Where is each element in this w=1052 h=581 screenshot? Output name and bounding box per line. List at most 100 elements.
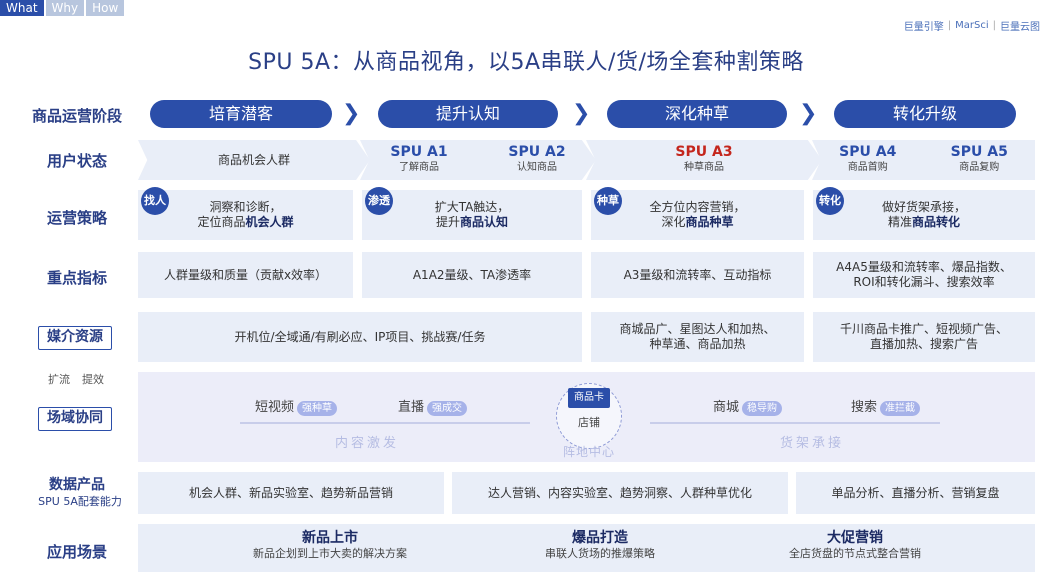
brand-oceanengine: 巨量引擎 — [903, 22, 944, 33]
strategy-strong: 商品认知 — [459, 215, 508, 229]
tab-why[interactable]: Why — [45, 0, 85, 16]
media-line: 直播加热、搜索广告 — [869, 337, 978, 351]
strategy-line: 定位商品机会人群 — [197, 215, 293, 230]
tab-how[interactable]: How — [86, 0, 125, 16]
scene-title: 新品上市 — [302, 530, 358, 546]
strategy-plain: 定位商品 — [197, 215, 246, 229]
metrics-text: A3量级和流转率、互动指标 — [623, 267, 772, 282]
brand-yuntu: 巨量云图 — [1000, 22, 1040, 33]
label-stage: 商品运营阶段 — [31, 107, 122, 125]
label-scene: 应用场景 — [46, 543, 107, 561]
spu-a5: SPU A5 商品复购 — [951, 145, 1008, 175]
strategy-cell: 全方位内容营销，深化商品种草 — [591, 190, 804, 240]
product-card-badge: 商品卡 — [568, 388, 610, 408]
scene-title: 爆品打造 — [572, 530, 628, 546]
store-label: 店铺 — [578, 416, 600, 429]
data-product-cell: 达人营销、内容实验室、趋势洞察、人群种草优化 — [452, 472, 788, 514]
label-expand: 扩流 — [48, 373, 70, 386]
spu-a2-sub: 认知商品 — [516, 162, 557, 173]
scene-sub: 串联人货场的推爆策略 — [545, 547, 655, 560]
strategy-text: 扩大TA触达，提升商品认知 — [435, 200, 510, 230]
field-search-label: 搜索 — [851, 400, 878, 415]
spu-a3-sub: 种草商品 — [683, 162, 724, 173]
label-boost: 提效 — [82, 373, 104, 386]
user-cell: 商品机会人群 — [138, 140, 370, 180]
spu-a1-sub: 了解商品 — [398, 162, 439, 173]
scene-band — [138, 524, 1035, 572]
field-short-video-label: 短视频 — [255, 400, 295, 415]
flow-line-right — [650, 422, 940, 424]
media-cell: 商城品广、星图达人和加热、种草通、商品加热 — [591, 312, 804, 362]
strategy-badge: 渗透 — [365, 187, 393, 215]
strategy-cell: 做好货架承接，精准商品转化 — [813, 190, 1035, 240]
spu-a5-sub: 商品复购 — [959, 162, 1000, 173]
tab-what[interactable]: What — [0, 0, 44, 16]
scene-item: 新品上市新品企划到上市大卖的解决方案 — [240, 530, 420, 561]
data-product-text: 机会人群、新品实验室、趋势新品营销 — [188, 485, 393, 500]
data-product-cell: 机会人群、新品实验室、趋势新品营销 — [138, 472, 444, 514]
label-metrics: 重点指标 — [46, 269, 107, 287]
strategy-strong: 商品种草 — [685, 215, 734, 229]
metrics-cell: A3量级和流转率、互动指标 — [591, 252, 804, 298]
content-label: 内容激发 — [335, 436, 400, 451]
media-line: 千川商品卡推广、短视频广告、 — [839, 322, 1008, 336]
strategy-line: 扩大TA触达， — [434, 200, 510, 214]
flow-line-left — [240, 422, 530, 424]
strategy-plain: 深化 — [661, 215, 686, 229]
metrics-cell: A1A2量级、TA渗透率 — [362, 252, 582, 298]
metrics-cell: A4A5量级和流转率、爆品指数、ROI和转化漏斗、搜索效率 — [813, 252, 1035, 298]
media-text: 商城品广、星图达人和加热、种草通、商品加热 — [619, 322, 775, 352]
strategy-line: 全方位内容营销， — [649, 200, 746, 214]
field-mall-tag: 稳导购 — [742, 401, 783, 416]
spu-a2-label: SPU A2 — [508, 144, 566, 160]
field-short-video: 短视频强种草 — [255, 396, 338, 416]
metrics-line: A4A5量级和流转率、爆品指数、 — [836, 260, 1012, 274]
top-tabs: What Why How — [0, 0, 126, 16]
strategy-text: 洞察和诊断，定位商品机会人群 — [197, 200, 293, 230]
stage-pill: 深化种草 — [607, 100, 787, 128]
strategy-line: 深化商品种草 — [649, 215, 745, 230]
label-field: 场域协同 — [38, 407, 112, 431]
scene-sub: 全店货盘的节点式整合营销 — [789, 547, 921, 560]
spu-a5-label: SPU A5 — [950, 144, 1008, 160]
strategy-line: 做好货架承接， — [881, 200, 966, 214]
spu-a4-sub: 商品首购 — [847, 162, 888, 173]
strategy-strong: 机会人群 — [245, 215, 294, 229]
metrics-text: A4A5量级和流转率、爆品指数、ROI和转化漏斗、搜索效率 — [836, 260, 1012, 290]
metrics-line: ROI和转化漏斗、搜索效率 — [853, 275, 995, 289]
scene-sub: 新品企划到上市大卖的解决方案 — [253, 547, 407, 560]
page-title: SPU 5A：从商品视角，以5A串联人/货/场全套种割策略 — [248, 50, 804, 75]
strategy-line: 提升商品认知 — [435, 215, 510, 230]
strategy-plain: 提升 — [435, 215, 460, 229]
label-media: 媒介资源 — [38, 326, 112, 350]
stage-pill: 提升认知 — [378, 100, 558, 128]
shelf-label: 货架承接 — [780, 436, 845, 451]
field-short-video-tag: 强种草 — [297, 401, 338, 416]
label-data: 数据产品 — [49, 477, 105, 493]
metrics-cell: 人群量级和质量（贡献x效率） — [138, 252, 353, 298]
label-user: 用户状态 — [46, 152, 107, 170]
field-mall-label: 商城 — [713, 400, 740, 415]
strategy-text: 做好货架承接，精准商品转化 — [882, 200, 966, 230]
hub-label: 阵地中心 — [563, 445, 616, 459]
brand-logos: 巨量引擎 | MarSci | 巨量云图 — [900, 18, 1040, 33]
strategy-strong: 商品转化 — [911, 215, 960, 229]
media-text: 开机位/全域通/有刷必应、IP项目、挑战赛/任务 — [234, 329, 486, 344]
field-live: 直播强成交 — [398, 396, 468, 416]
strategy-cell: 洞察和诊断，定位商品机会人群 — [138, 190, 353, 240]
divider: | — [992, 20, 996, 31]
strategy-badge: 找人 — [141, 187, 169, 215]
data-product-text: 达人营销、内容实验室、趋势洞察、人群种草优化 — [487, 485, 752, 500]
field-live-tag: 强成交 — [427, 401, 468, 416]
scene-item: 爆品打造串联人货场的推爆策略 — [510, 530, 690, 561]
media-text: 千川商品卡推广、短视频广告、直播加热、搜索广告 — [840, 322, 1008, 352]
media-line: 种草通、商品加热 — [649, 337, 746, 351]
scene-title: 大促营销 — [827, 530, 883, 546]
media-cell: 开机位/全域通/有刷必应、IP项目、挑战赛/任务 — [138, 312, 582, 362]
label-data-sub: SPU 5A配套能力 — [38, 495, 122, 508]
